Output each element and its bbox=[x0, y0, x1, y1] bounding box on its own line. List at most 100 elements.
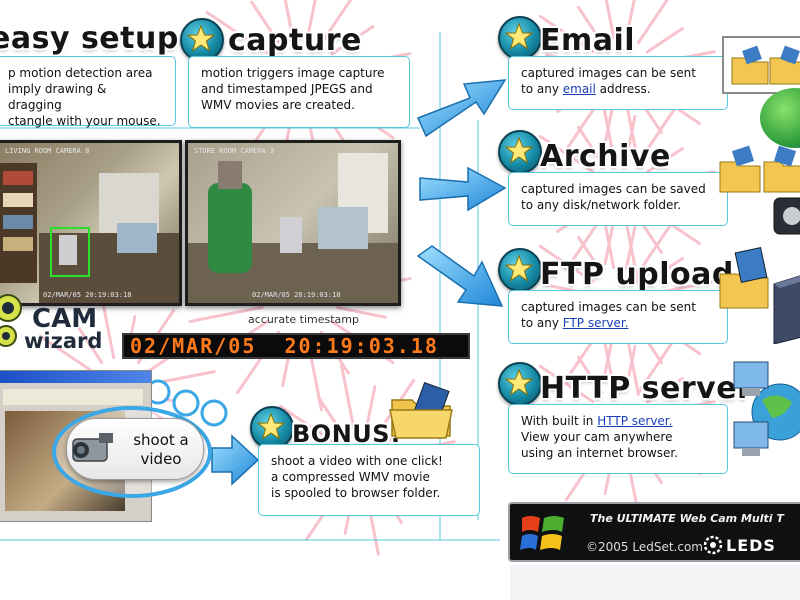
capture-box: motion triggers image capture and timest… bbox=[188, 56, 410, 128]
shoot-video-button[interactable] bbox=[66, 418, 204, 480]
arrow-to-archive bbox=[419, 166, 507, 212]
decorative-ray bbox=[330, 25, 375, 56]
footer-copyright: ©2005 LedSet.com bbox=[586, 540, 703, 554]
decorative-ray bbox=[38, 334, 95, 374]
easy-setup-box: p motion detection area imply drawing & … bbox=[0, 56, 176, 128]
decorative-ray bbox=[188, 305, 264, 323]
decorative-ray bbox=[577, 355, 604, 394]
decorative-ray bbox=[625, 344, 637, 390]
decorative-ray bbox=[278, 404, 335, 444]
right-camera-caption: STORE ROOM CAMERA 3 bbox=[194, 147, 275, 155]
decorative-ray bbox=[604, 0, 616, 40]
ftp-folder-icon bbox=[719, 247, 800, 344]
decorative-ray bbox=[636, 218, 676, 275]
shoot-video-label: shoot a video bbox=[133, 431, 189, 468]
living-room-camera-feed: LIVING ROOM CAMERA 8 02/MAR/05 20:19:03:… bbox=[0, 140, 182, 306]
decorative-ray bbox=[340, 364, 356, 430]
decorative-ray bbox=[283, 0, 295, 39]
decorative-ray bbox=[636, 338, 676, 395]
decorative-ray bbox=[365, 384, 377, 430]
decorative-ray bbox=[538, 364, 595, 404]
decorative-ray bbox=[577, 125, 604, 164]
email-box: captured images can be sent to any email… bbox=[508, 56, 728, 110]
email-link[interactable]: email bbox=[562, 82, 596, 96]
ftp-heading: FTP upload bbox=[540, 257, 734, 292]
star-icon bbox=[498, 362, 542, 406]
http-link[interactable]: HTTP server. bbox=[597, 414, 673, 428]
ftp-link[interactable]: FTP server. bbox=[562, 316, 629, 330]
archive-heading: Archive bbox=[540, 139, 671, 174]
http-text-end: View your cam anywhere using an internet… bbox=[521, 430, 678, 460]
star-icon bbox=[498, 248, 542, 292]
bonus-box: shoot a video with one click! a compress… bbox=[258, 444, 480, 516]
bubble-chain bbox=[145, 379, 228, 427]
timestamp-label: accurate timestamp bbox=[248, 313, 359, 326]
ftp-box: captured images can be sent to any FTP s… bbox=[508, 290, 728, 344]
decorative-ray bbox=[636, 108, 676, 165]
living-room-scene bbox=[0, 163, 179, 303]
timestamp-display: 02/MAR/05 20:19:03.18 bbox=[122, 333, 470, 359]
folder-film-icon bbox=[389, 381, 453, 439]
decorative-ray bbox=[538, 134, 595, 174]
email-folders-icon bbox=[731, 45, 800, 85]
decorative-ray bbox=[577, 5, 604, 44]
star-icon bbox=[180, 18, 224, 62]
decorative-ray bbox=[250, 0, 281, 45]
decorative-ray bbox=[538, 14, 595, 54]
arrow-to-email bbox=[416, 79, 507, 138]
capture-heading: capture bbox=[228, 23, 362, 58]
decorative-ray bbox=[624, 220, 640, 286]
decorative-ray bbox=[336, 306, 388, 319]
easy-setup-heading: easy setup bbox=[0, 21, 179, 56]
footer-tagline: The ULTIMATE Web Cam Multi T bbox=[590, 512, 784, 525]
decorative-ray bbox=[625, 224, 637, 270]
gear-icon bbox=[703, 535, 723, 555]
capture-text: motion triggers image capture and timest… bbox=[201, 66, 385, 112]
star-icon bbox=[498, 16, 542, 60]
decorative-ray bbox=[100, 294, 116, 360]
decorative-ray bbox=[538, 244, 595, 284]
decorative-ray bbox=[646, 147, 685, 174]
decorative-ray bbox=[306, 0, 317, 39]
archive-folders-icon bbox=[719, 145, 800, 235]
left-camera-caption: LIVING ROOM CAMERA 8 bbox=[5, 147, 90, 155]
left-camera-time: 02/MAR/05 20:19:03:18 bbox=[43, 291, 132, 299]
http-text: With built in bbox=[521, 414, 598, 428]
footer-brand: LEDS bbox=[726, 536, 776, 555]
camcorder-icon bbox=[72, 433, 113, 462]
store-room-scene bbox=[188, 153, 398, 303]
camwizard-logo-icon bbox=[0, 294, 22, 347]
ftp-text: captured images can be sent to any bbox=[521, 300, 696, 330]
email-window-thumbnail bbox=[722, 36, 800, 94]
decorative-ray bbox=[577, 235, 604, 274]
decorative-ray bbox=[320, 0, 353, 45]
decorative-ray bbox=[625, 0, 636, 40]
star-icon bbox=[498, 130, 542, 174]
star-icon bbox=[250, 406, 294, 450]
decorative-ray bbox=[646, 257, 685, 284]
email-text: captured images can be sent to any bbox=[521, 66, 696, 96]
bonus-text: shoot a video with one click! a compress… bbox=[271, 454, 443, 500]
decorative-ray bbox=[646, 27, 685, 54]
decorative-ray bbox=[205, 10, 270, 55]
logo-wizard-text: wizard bbox=[24, 329, 103, 353]
bonus-heading: BONUS! bbox=[292, 420, 402, 448]
decorative-ray bbox=[317, 395, 344, 434]
right-camera-time: 02/MAR/05 20:19:03:18 bbox=[252, 291, 341, 299]
decorative-ray bbox=[77, 325, 104, 364]
email-heading: Email bbox=[540, 23, 636, 58]
store-room-camera-feed: STORE ROOM CAMERA 3 02/MAR/05 20:19:03:1… bbox=[185, 140, 401, 306]
email-text-end: address. bbox=[595, 82, 651, 96]
decorative-ray bbox=[636, 0, 669, 45]
decorative-ray bbox=[646, 377, 685, 404]
decorative-ray bbox=[625, 114, 637, 160]
arrow-to-bonus bbox=[211, 434, 260, 486]
footer-banner: The ULTIMATE Web Cam Multi T ©2005 LedSe… bbox=[508, 502, 800, 562]
archive-text: captured images can be saved to any disk… bbox=[521, 182, 706, 212]
archive-box: captured images can be saved to any disk… bbox=[508, 172, 728, 226]
http-heading: HTTP server bbox=[540, 371, 753, 406]
http-box: With built in HTTP server. View your cam… bbox=[508, 404, 728, 474]
windows-logo-icon bbox=[520, 516, 564, 550]
